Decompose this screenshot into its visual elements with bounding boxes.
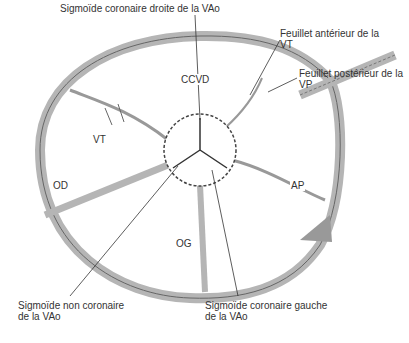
heart-outline bbox=[40, 36, 340, 298]
leader-line bbox=[212, 170, 238, 296]
valve-cusps bbox=[173, 118, 227, 168]
part-label: Sigmoïde coronaire droite de la VAo bbox=[60, 3, 220, 14]
leader-line bbox=[70, 166, 178, 296]
region-label: VT bbox=[92, 134, 107, 145]
region-label: CCVD bbox=[180, 74, 210, 85]
leader-line bbox=[250, 40, 280, 95]
septum-band bbox=[70, 90, 168, 140]
aortic-valve bbox=[164, 114, 236, 186]
region-label: OD bbox=[52, 180, 69, 191]
septum-band bbox=[232, 160, 325, 200]
part-label: Sigmoïde non coronaire de la VAo bbox=[18, 300, 133, 322]
leader-line bbox=[195, 15, 200, 120]
part-label: Feuillet postérieur de la VP bbox=[299, 68, 404, 90]
heart-wall bbox=[40, 36, 340, 298]
region-label: OG bbox=[175, 238, 193, 249]
region-label: AP bbox=[290, 180, 305, 191]
part-label: Sigmoïde coronaire gauche de la VAo bbox=[205, 300, 335, 322]
valve-leaflet bbox=[225, 78, 262, 128]
triangle-mark bbox=[300, 215, 332, 242]
part-label: Feuillet antérieur de la VT bbox=[280, 28, 380, 50]
septum-band bbox=[200, 185, 205, 292]
leaflet-mark bbox=[105, 104, 124, 125]
septum-band bbox=[45, 165, 168, 215]
leader-line bbox=[268, 78, 297, 92]
